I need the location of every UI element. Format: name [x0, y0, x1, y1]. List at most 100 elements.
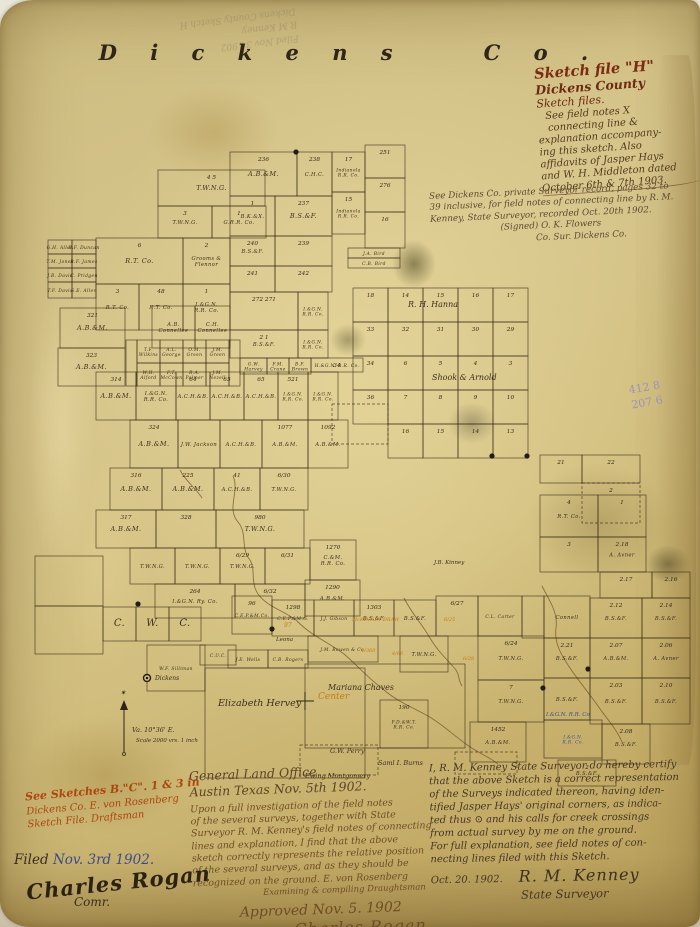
parcel-label: T.W.N.G.: [185, 564, 210, 570]
parcel-label: B.S.&F.: [614, 742, 637, 748]
parcel-label: C. Pridgen: [70, 274, 98, 279]
parcel-label: A.C.H.&B.: [225, 442, 257, 448]
parcel-label: T.W.N.G.: [498, 656, 523, 662]
parcel: [469, 721, 527, 763]
survey-number: 264: [188, 589, 200, 595]
map-label: Dickens: [154, 675, 179, 682]
survey-number: 240: [246, 241, 258, 247]
parcel: [304, 663, 466, 749]
survey-number: 7: [404, 395, 408, 401]
survey-number: 317: [120, 515, 131, 521]
parcel-label: C.L. Carter: [485, 615, 515, 620]
parcel: [299, 744, 379, 776]
parcel: [307, 419, 349, 469]
parcel: [581, 454, 641, 484]
corner-marker-dot: [524, 453, 530, 459]
parcel-label: A.C.H.&B.: [211, 394, 243, 400]
parcel: [34, 555, 104, 607]
parcel-label: A.B.&M.: [271, 442, 297, 448]
survey-number: 239: [297, 241, 309, 247]
parcel: [274, 265, 333, 293]
parcel-label: B.S.&F.: [403, 616, 426, 622]
parcel-label: I.&G.N.R.R. Co.: [561, 736, 583, 746]
map-label: 4/66: [391, 651, 404, 657]
map-label: 97: [284, 622, 292, 629]
survey-number: 2.21: [560, 643, 574, 649]
parcel-label: A.B.&M.: [314, 442, 340, 448]
parcel-label: O.M.Green: [187, 348, 203, 358]
survey-number: 980: [254, 515, 265, 521]
parcel-label: G.H. Allen: [47, 246, 74, 251]
survey-number: 6/32: [263, 589, 276, 595]
survey-number: 29: [506, 327, 515, 333]
county-suffix: C o .: [483, 40, 602, 65]
survey-number: 1290: [325, 585, 340, 591]
parcel: [557, 759, 617, 787]
parcel-label: T.W.N.G.: [498, 699, 523, 705]
parcel: [211, 205, 267, 239]
parcel-label: T.W.N.G.: [230, 564, 255, 570]
parcel-label: C.E.P.&M.G.: [277, 617, 309, 622]
survey-number: 34: [367, 361, 375, 367]
parcel-label: A.B.&M.: [110, 525, 142, 533]
parcel-label: A. Avner: [652, 656, 679, 662]
parcel-label: T.F. Davis: [47, 289, 72, 294]
parcel-label: B.S.&F.: [252, 342, 275, 348]
north-arrow-head: [120, 700, 128, 710]
survey-number: 2 1: [258, 335, 268, 341]
parcel-label: F.M.Crane: [270, 363, 286, 373]
survey-number: 2: [204, 243, 209, 249]
parcel-label: W.H.Alford: [139, 371, 156, 381]
creek-path: [257, 593, 499, 765]
parcel-label: C.B. Rogers: [273, 658, 304, 663]
parcel: [228, 339, 241, 387]
parcel-label: B.S.&F.: [555, 656, 578, 662]
survey-number: 1: [251, 201, 255, 207]
survey-number: 13: [507, 429, 515, 435]
parcel-label: B.K.&X.: [240, 214, 265, 220]
parcel-label: T.F.Wilkins: [139, 348, 159, 358]
parcel-label: H.&G.N. R.R. Co.: [314, 364, 360, 369]
survey-number: 1298: [286, 605, 301, 611]
parcel-label: A.B.&M.: [120, 485, 152, 493]
parcel: [581, 482, 641, 524]
parcel: [34, 605, 104, 655]
parcel-label: C.B. Bird: [362, 262, 386, 267]
parcel-label: A.B.&M.: [247, 170, 279, 178]
parcel-label: R.T. Co.: [556, 514, 580, 520]
map-label: Elizabeth Hervey: [217, 698, 302, 709]
parcel-label: W.F. Silliman: [159, 667, 193, 672]
survey-number: 3: [567, 542, 571, 548]
parcel-label: B.S.&F.: [289, 212, 317, 220]
parcel-label: J.B. Davis: [46, 274, 72, 279]
corner-marker-dot: [269, 626, 275, 632]
survey-number: 3: [116, 289, 120, 295]
survey-number: 31: [437, 327, 444, 333]
survey-number: 14: [402, 293, 410, 299]
survey-number: 21: [556, 460, 564, 466]
survey-number: 4: [473, 361, 478, 367]
survey-number: 32: [402, 327, 410, 333]
survey-number: 15: [437, 293, 445, 299]
map-label: R. H. Hanna: [407, 300, 458, 309]
parcel-label: B.S.&F.: [604, 699, 627, 705]
survey-number: 521: [287, 377, 298, 383]
survey-number: 236: [257, 157, 269, 163]
parcel-label: I.&G.N.R.R. Co.: [301, 341, 323, 351]
map-title: D i c k e n s C o .: [0, 40, 700, 65]
corner-marker-dot: [135, 601, 141, 607]
survey-number: 6/31: [281, 553, 294, 559]
survey-number: 6/30: [277, 473, 290, 479]
parcel: [199, 644, 237, 666]
parcel: [168, 606, 202, 642]
map-label: Ewing Montgomery: [304, 772, 370, 780]
survey-number: 16: [381, 217, 389, 223]
corner-marker-dot: [540, 685, 546, 691]
creek-path: [541, 585, 623, 743]
parcel-label: I.&G.N.R.R. Co.: [281, 393, 303, 403]
parcel: [304, 579, 361, 617]
parcel-label: C.: [114, 618, 125, 629]
survey-number: 22: [606, 460, 615, 466]
parcel-label: T.W.N.G.: [172, 220, 197, 226]
